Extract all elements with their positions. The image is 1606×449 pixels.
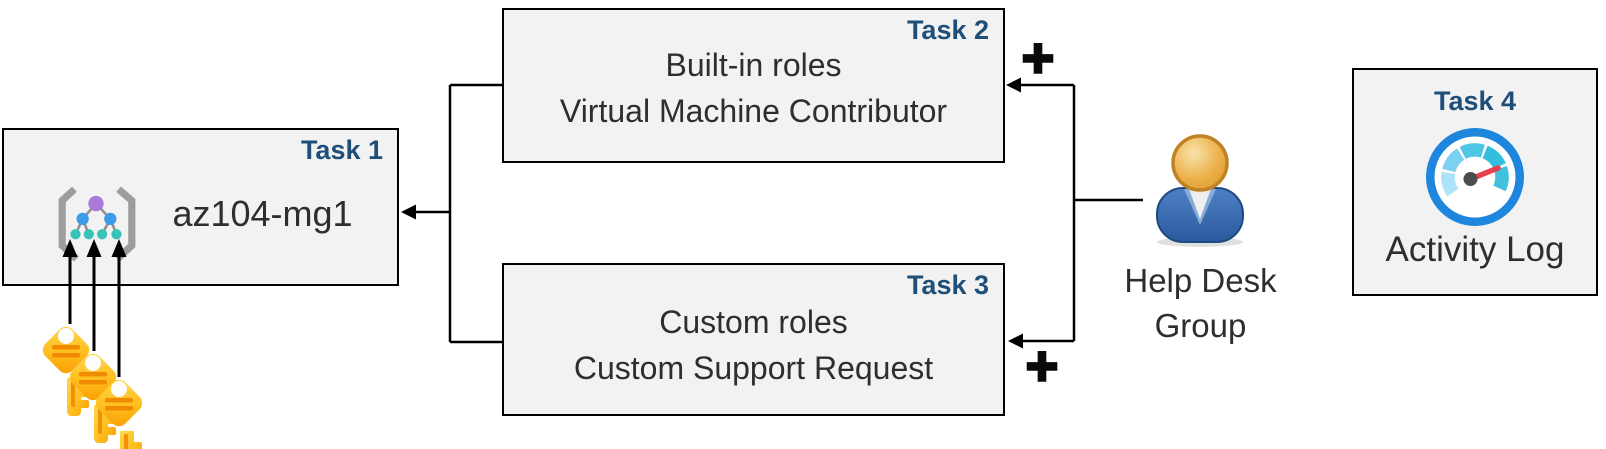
task4-badge: Task 4: [1433, 86, 1517, 116]
bracket-left: [58, 186, 79, 262]
task2-line1: Built-in roles: [665, 47, 842, 83]
gauge-segments: [1441, 143, 1509, 197]
mg-mid-node: [104, 212, 117, 226]
task4-node: Task 4 Activity Log: [1352, 68, 1598, 296]
mg-mid-node: [76, 212, 89, 226]
bracket-right: [115, 186, 136, 262]
plus-operator-top: +: [1020, 26, 1055, 89]
keys-icon: [39, 323, 146, 449]
plus-operator-bottom: +: [1024, 334, 1059, 397]
task3-badge: Task 3: [906, 270, 989, 300]
task1-badge: Task 1: [300, 135, 383, 165]
person-collar: [1189, 189, 1211, 219]
task1-node: Task 1 az104-mg1: [2, 128, 399, 286]
task2-node: Task 2 Built-in roles Virtual Machine Co…: [502, 8, 1005, 163]
help-desk-line1: Help Desk: [1124, 262, 1277, 299]
task4-title: Activity Log: [1385, 230, 1565, 269]
mg-root-node: [88, 195, 104, 212]
management-group-icon: [58, 186, 136, 262]
person-icon: [1156, 134, 1244, 247]
help-desk-line2: Group: [1154, 307, 1247, 344]
gauge-hub: [1463, 172, 1478, 186]
task3-line2: Custom Support Request: [573, 350, 934, 386]
task3-line1: Custom roles: [659, 304, 848, 340]
task1-title: az104-mg1: [172, 193, 353, 234]
task2-badge: Task 2: [906, 15, 989, 45]
person-head: [1171, 134, 1229, 192]
arrowhead-to-task1: [401, 204, 416, 220]
mg-leaf-nodes: [70, 229, 122, 240]
connector-roles-junction: [413, 83, 502, 344]
task2-line2: Virtual Machine Contributor: [559, 93, 948, 129]
help-desk-group-label: Help Desk Group: [1098, 258, 1303, 348]
task3-node: Task 3 Custom roles Custom Support Reque…: [502, 263, 1005, 416]
gauge-icon: [1426, 128, 1524, 226]
